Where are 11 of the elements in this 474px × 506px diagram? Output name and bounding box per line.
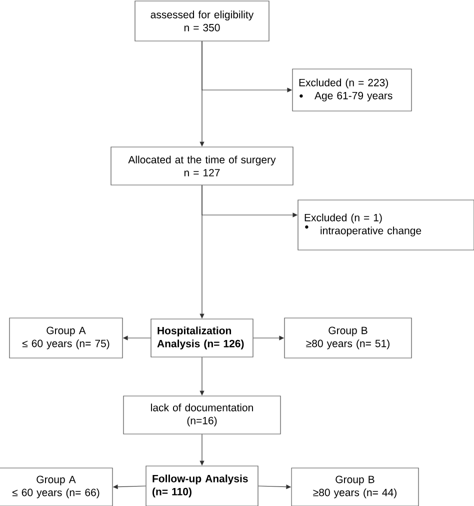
process-box: assessed for eligibility n = 350	[134, 0, 270, 42]
process-box: Group B ≥80 years (n= 51)	[284, 318, 412, 358]
process-box: Group A ≤ 60 years (n= 66)	[0, 468, 113, 506]
exclusion-box: Excluded (n = 1) intraoperative change	[298, 200, 474, 250]
process-box: Group B ≥80 years (n= 44)	[291, 468, 419, 506]
exclusion-box: Excluded (n = 223) Age 61-79 years	[292, 68, 412, 112]
process-box: Group A ≤ 60 years (n= 75)	[9, 318, 123, 358]
analysis-box: Hospitalization Analysis (n= 126)	[150, 318, 254, 358]
process-box: Allocated at the time of surgery n = 127	[110, 146, 294, 186]
process-box: lack of documentation (n=16)	[123, 396, 281, 434]
analysis-box: Follow-up Analysis (n= 110)	[146, 466, 258, 506]
